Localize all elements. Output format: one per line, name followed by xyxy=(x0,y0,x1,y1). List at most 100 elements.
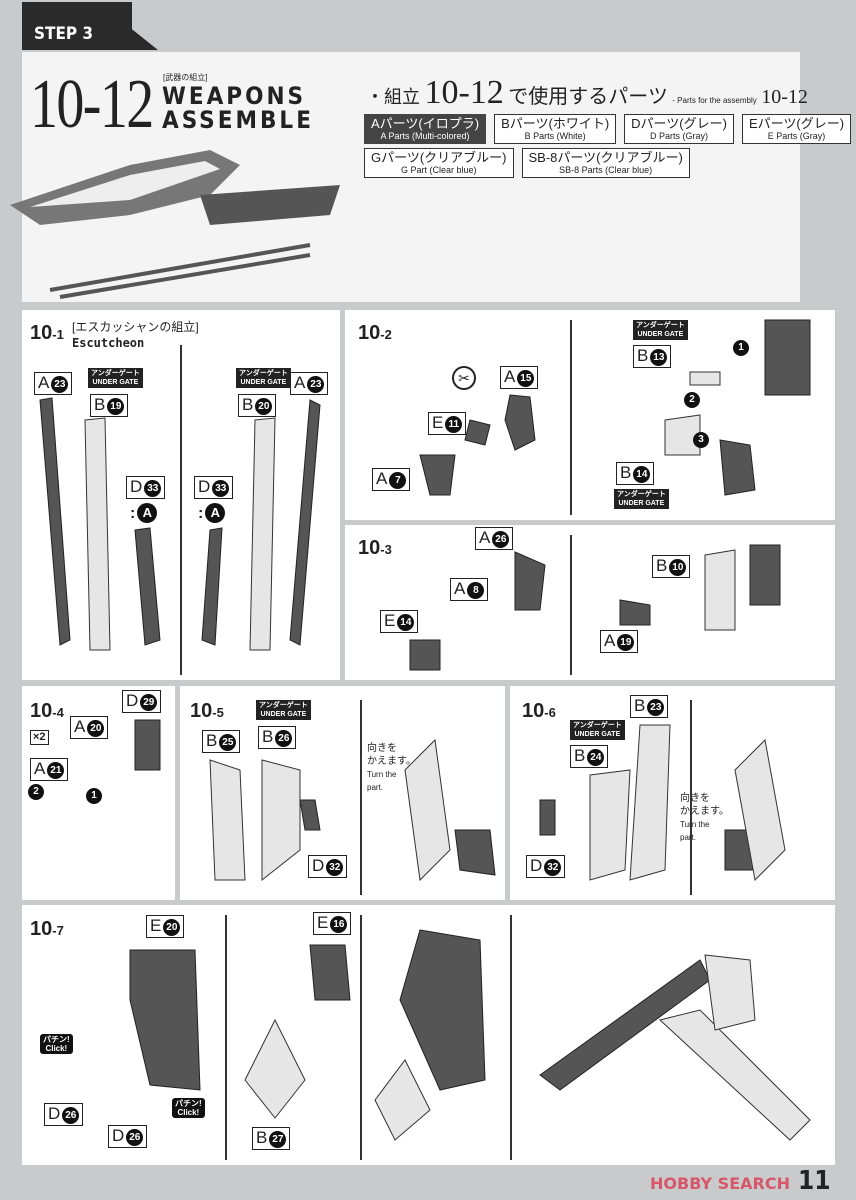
gate-jp: アンダーゲート xyxy=(259,702,308,709)
label-number: 26 xyxy=(275,730,293,747)
label-letter: A xyxy=(34,759,46,778)
parts-prefix: ・組立 xyxy=(366,87,420,107)
label-letter: B xyxy=(634,696,646,715)
label-number: 32 xyxy=(544,859,562,876)
turn-en: part. xyxy=(680,833,697,842)
label-number: 26 xyxy=(126,1129,144,1146)
parts-tag-b: Bパーツ(ホワイト)B Parts (White) xyxy=(494,114,617,144)
parts-suffix-jp: で使用するパーツ xyxy=(508,86,668,108)
label-letter: A xyxy=(454,579,466,598)
label-number: 10 xyxy=(669,559,687,576)
tag-jp: Bパーツ(ホワイト) xyxy=(501,116,610,131)
tag-jp: Dパーツ(グレー) xyxy=(631,116,727,131)
click-badge: パチン!Click! xyxy=(172,1098,205,1118)
label-letter: B xyxy=(620,463,632,482)
step-10-7: 10-7 xyxy=(30,918,64,941)
label-letter: D xyxy=(198,477,211,496)
click-en: Click! xyxy=(45,1044,68,1053)
step-main: 10 xyxy=(30,918,53,940)
label-letter: B xyxy=(262,727,274,746)
label-number: 14 xyxy=(633,466,651,483)
step-10-1-title-jp: [エスカッシャンの組立] xyxy=(72,320,199,334)
gate-en: UNDER GATE xyxy=(260,711,307,718)
label-letter: B xyxy=(94,395,106,414)
step-10-4: 10-4 xyxy=(30,700,64,723)
gate-en: UNDER GATE xyxy=(92,379,139,386)
gate-en: UNDER GATE xyxy=(637,331,684,338)
tag-en: B Parts (White) xyxy=(524,131,586,141)
label-number: 20 xyxy=(163,919,181,936)
label-letter: B xyxy=(242,395,254,414)
tag-en: E Parts (Gray) xyxy=(767,131,826,141)
order-1-icon: 1 xyxy=(86,788,102,804)
label-number: 26 xyxy=(492,531,510,548)
turn-en: Turn the xyxy=(680,820,710,829)
gate-jp: アンダーゲート xyxy=(91,370,140,377)
color-a-note: :A xyxy=(130,503,158,524)
label-letter: B xyxy=(206,731,218,750)
label-number: 7 xyxy=(389,472,407,489)
step-sub: -4 xyxy=(52,705,64,720)
label-letter: A xyxy=(294,373,306,392)
watermark-logo: HOBBY SEARCH xyxy=(650,1174,790,1193)
click-jp: パチン! xyxy=(43,1035,70,1044)
parts-suffix-en: - Parts for the assembly xyxy=(672,96,757,105)
divider xyxy=(690,700,692,895)
tag-jp: Aパーツ(イロプラ) xyxy=(371,116,480,131)
gate-en: UNDER GATE xyxy=(618,500,665,507)
under-gate-badge: アンダーゲート UNDER GATE xyxy=(88,368,143,388)
title-line2: ASSEMBLE xyxy=(162,106,314,134)
order-3-icon: 3 xyxy=(693,432,709,448)
click-en: Click! xyxy=(177,1108,200,1117)
label-number: 11 xyxy=(445,416,463,433)
label-letter: A xyxy=(38,373,50,392)
subtitle-jp: [武器の組立] xyxy=(163,73,208,82)
step-10-5: 10-5 xyxy=(190,700,224,723)
label-letter: B xyxy=(656,556,668,575)
step-sub: -5 xyxy=(212,705,224,720)
label-letter: B xyxy=(574,746,586,765)
tag-jp: Gパーツ(クリアブルー) xyxy=(371,150,507,165)
gate-en: UNDER GATE xyxy=(574,731,621,738)
step-sub: -7 xyxy=(52,923,64,938)
label-number: 20 xyxy=(87,720,105,737)
gate-jp: アンダーゲート xyxy=(617,491,666,498)
a-parts-icon: A xyxy=(137,503,158,523)
parts-tag-e: Eパーツ(グレー)E Parts (Gray) xyxy=(741,114,852,144)
order-2-icon: 2 xyxy=(684,392,700,408)
color-a-note: :A xyxy=(198,503,226,524)
label-number: 23 xyxy=(51,376,69,393)
label-letter: A xyxy=(504,367,516,386)
step-main: 10 xyxy=(30,322,53,344)
label-letter: E xyxy=(384,611,396,630)
label-letter: A xyxy=(604,631,616,650)
title-line1: WEAPONS xyxy=(162,82,307,110)
step-sub: -2 xyxy=(380,327,392,342)
weapon-illustration xyxy=(10,150,340,299)
tag-jp: SB-8パーツ(クリアブルー) xyxy=(528,150,683,165)
parts-list-heading: ・組立 10-12 で使用するパーツ - Parts for the assem… xyxy=(366,74,808,112)
parts-list-row-1: Aパーツ(イロプラ)A Parts (Multi-colored) Bパーツ(ホ… xyxy=(364,114,852,144)
label-number: 20 xyxy=(255,398,273,415)
colon: : xyxy=(198,505,204,522)
label-number: 32 xyxy=(326,859,344,876)
